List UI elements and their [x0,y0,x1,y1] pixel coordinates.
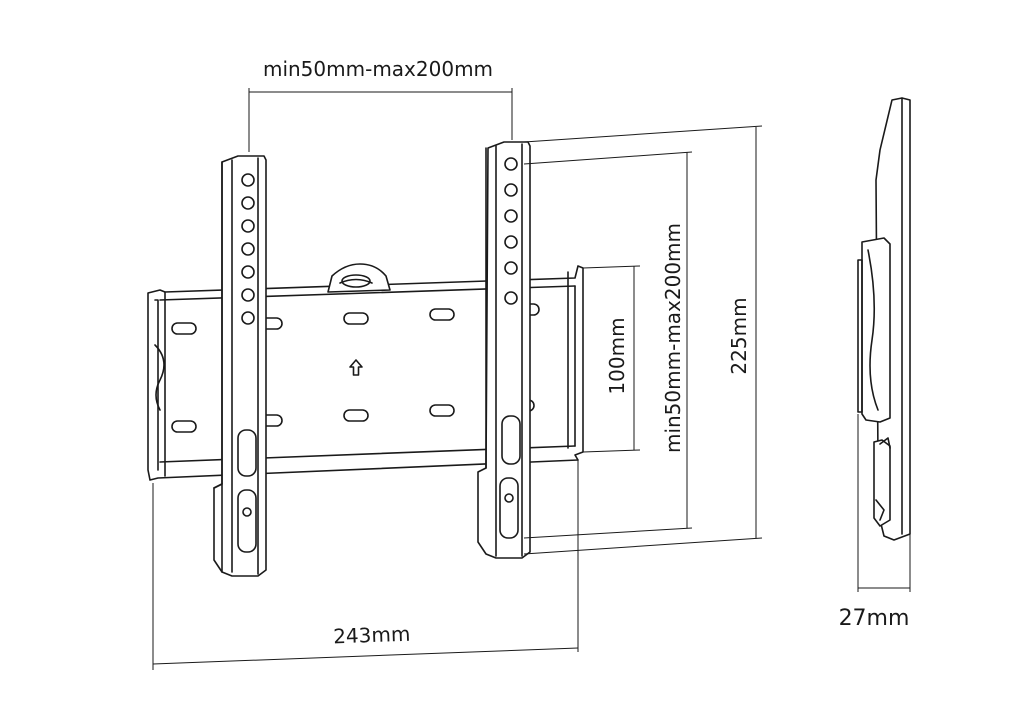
right-arm-bottom-slot [499,477,519,539]
right-vertical-arm [477,141,531,559]
right-arm-lower-slot [501,415,521,465]
slot-bottom-3 [343,409,369,422]
total-height-label: 225mm [727,297,751,374]
left-arm-hole [241,265,255,279]
slot-bottom-4 [429,404,455,417]
left-arm-hole [241,196,255,210]
left-vertical-arm [213,155,267,577]
side-view: 27mm [839,97,911,631]
left-arm-hole [241,173,255,187]
vesa-height-label: min50mm-max200mm [661,223,685,453]
right-arm-hole [504,183,518,197]
right-arm-hole [504,261,518,275]
slot-bottom-left [171,420,197,433]
depth-label: 27mm [839,606,910,631]
top-width-label: min50mm-max200mm [263,57,493,81]
left-arm-hole [241,242,255,256]
left-arm-lower-slot [237,429,257,477]
front-view: min50mm-max200mm 100mm min50mm-max200mm … [147,57,763,670]
inner-height-label: 100mm [605,317,629,394]
right-arm-hole [504,157,518,171]
level-clip [327,263,391,293]
right-arm-hole [504,209,518,223]
right-arm-hole [504,291,518,305]
total-width-label: 243mm [333,622,411,649]
left-arm-hole [241,311,255,325]
slot-top-3 [343,312,369,325]
slot-top-left [171,322,197,335]
left-arm-bottom-slot [237,489,257,553]
right-arm-hole [504,235,518,249]
dimension-lines [152,88,763,670]
up-arrow-icon [349,359,363,376]
left-arm-hole [241,219,255,233]
left-arm-hole [241,288,255,302]
slot-top-4 [429,308,455,321]
